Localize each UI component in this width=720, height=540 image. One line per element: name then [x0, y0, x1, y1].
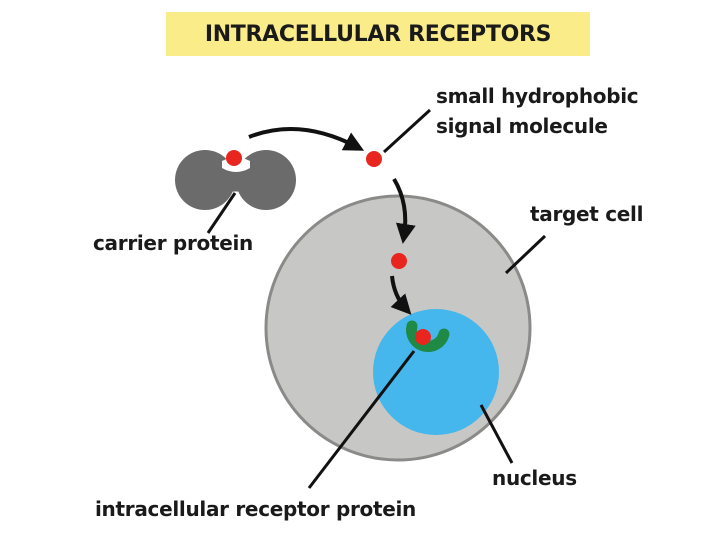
label-signal-molecule-line1: small hydrophobic: [436, 84, 639, 108]
signal-molecule-on-carrier: [226, 150, 242, 166]
leader-receptor-protein: [307, 350, 416, 489]
diagram-title: INTRACELLULAR RECEPTORS: [204, 21, 552, 47]
signal-molecule-in-cytoplasm: [391, 253, 407, 269]
signal-molecule-on-receptor: [415, 329, 431, 345]
arrow-enter-cell: [392, 177, 416, 244]
leader-nucleus: [479, 404, 514, 464]
carrier-protein: [175, 150, 296, 210]
arrow-to-receptor: [390, 275, 412, 315]
label-carrier-protein: carrier protein: [93, 231, 253, 255]
leader-signal-molecule: [382, 108, 432, 154]
leader-carrier-protein: [206, 192, 237, 234]
signal-molecule-free: [366, 151, 382, 167]
leader-target-cell: [504, 234, 547, 275]
title-banner: INTRACELLULAR RECEPTORS: [166, 12, 590, 56]
label-target-cell: target cell: [530, 202, 644, 226]
arrow-release-from-carrier: [248, 127, 365, 151]
nucleus: [373, 309, 499, 435]
intracellular-receptor-protein: [406, 320, 450, 352]
label-signal-molecule-line2: signal molecule: [436, 114, 608, 138]
label-nucleus: nucleus: [492, 466, 577, 490]
label-intracellular-receptor-protein: intracellular receptor protein: [95, 497, 416, 521]
